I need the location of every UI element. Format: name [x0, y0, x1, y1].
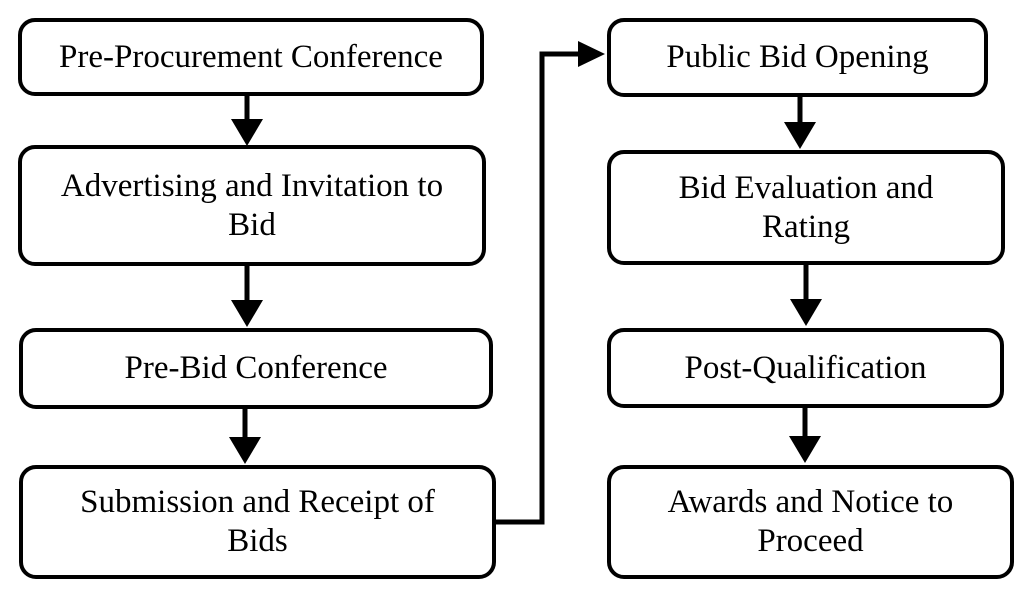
arrow-pre-bid-to-submission [229, 407, 261, 464]
arrow-submission-to-public-bid-opening [494, 41, 605, 525]
arrow-bid-evaluation-to-post-qualification [790, 263, 822, 326]
node-label: Public Bid Opening [666, 39, 929, 75]
flow-node-post-qualification: Post-Qualification [607, 328, 1004, 408]
flow-node-bid-evaluation-and-rating: Bid Evaluation and Rating [607, 150, 1005, 265]
node-label: Awards and Notice to [667, 484, 954, 520]
node-label: Advertising and Invitation to [60, 167, 444, 204]
node-label: Bids [227, 523, 288, 559]
arrow-pre-procurement-to-advertising [231, 94, 263, 146]
arrow-post-qualification-to-awards [789, 406, 821, 463]
node-label: Post-Qualification [684, 349, 927, 386]
flow-node-pre-bid-conference: Pre-Bid Conference [19, 328, 493, 409]
flow-node-pre-procurement-conference: Pre-Procurement Conference [18, 18, 484, 96]
node-label: Bid [228, 206, 276, 243]
node-label: Proceed [757, 523, 864, 559]
flow-node-advertising-and-invitation-to-bid: Advertising and Invitation to Bid [18, 145, 486, 266]
node-label: Submission and Receipt of [80, 484, 435, 520]
node-label: Pre-Procurement Conference [59, 38, 443, 75]
flow-node-public-bid-opening: Public Bid Opening [607, 18, 988, 97]
node-label: Bid Evaluation and [678, 169, 934, 206]
arrow-advertising-to-pre-bid [231, 264, 263, 327]
node-label: Pre-Bid Conference [124, 350, 388, 386]
flow-node-submission-and-receipt-of-bids: Submission and Receipt of Bids [19, 465, 496, 579]
flow-node-awards-and-notice-to-proceed: Awards and Notice to Proceed [607, 465, 1014, 579]
node-label: Rating [762, 208, 850, 245]
arrow-public-bid-opening-to-bid-evaluation [784, 95, 816, 149]
